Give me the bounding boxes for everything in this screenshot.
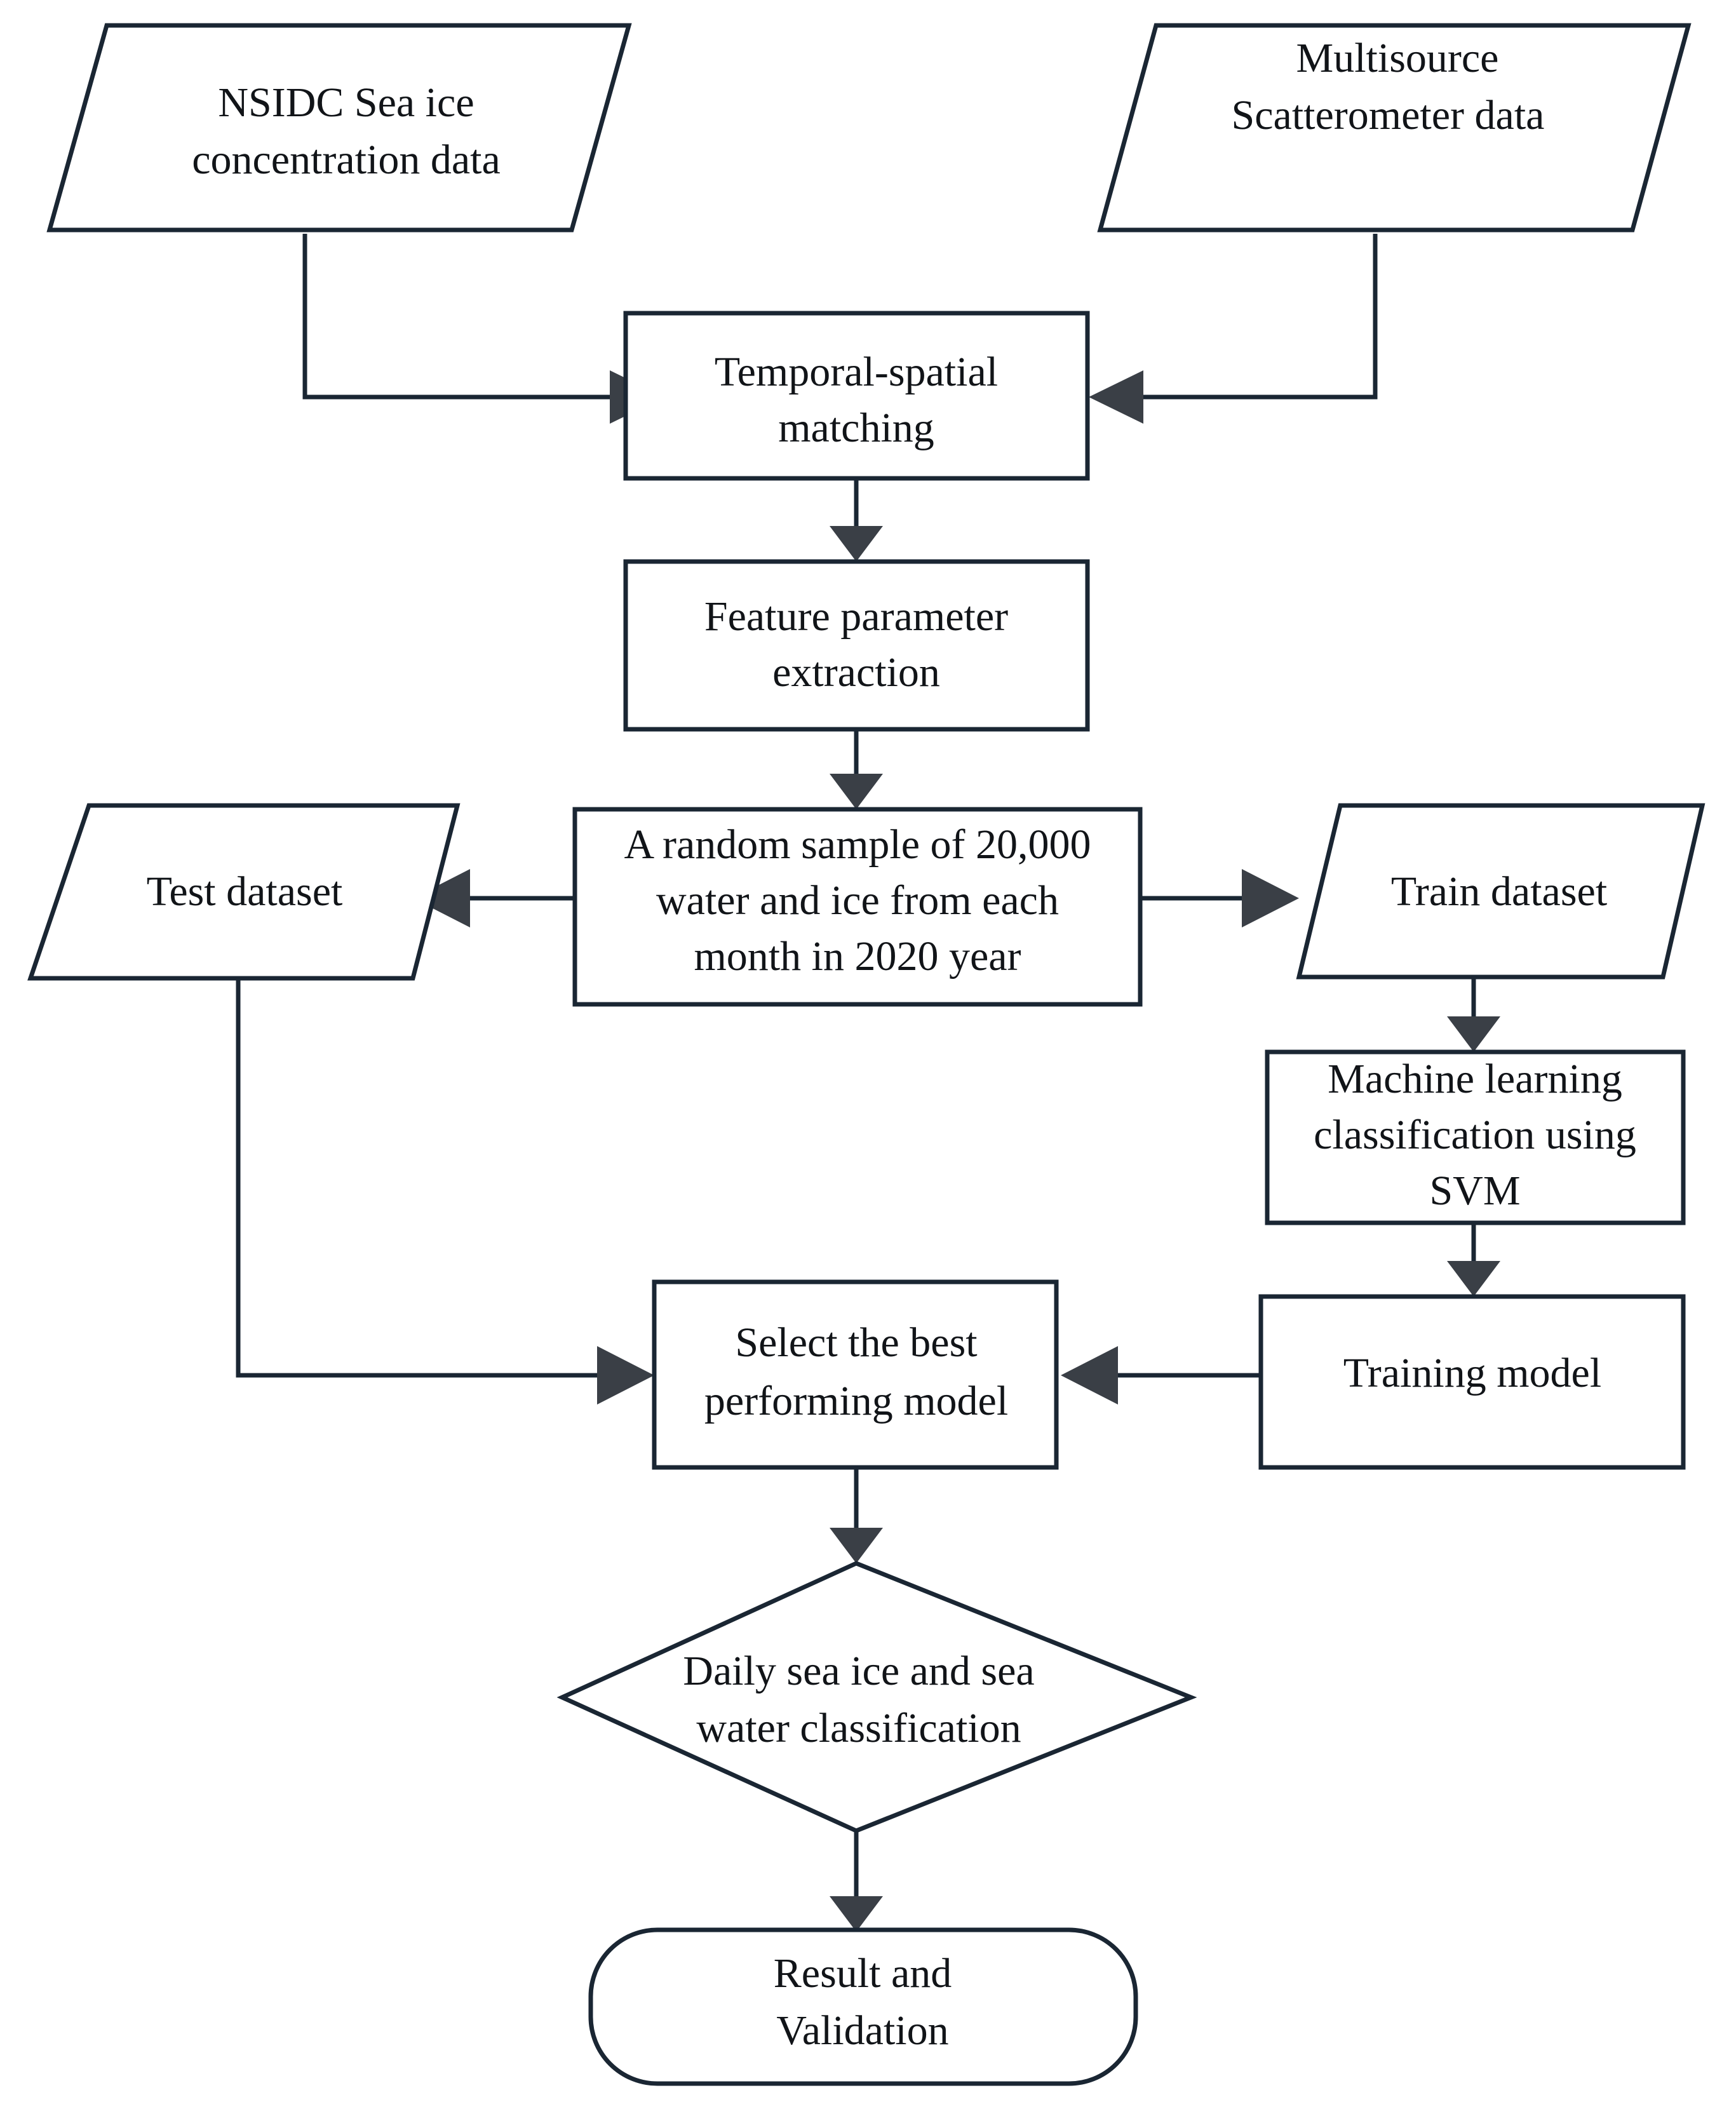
node-feature-parameter-extraction[interactable]: Feature parameter extraction (623, 559, 1090, 732)
node-sample-line3: month in 2020 year (694, 933, 1021, 980)
node-multisource-scatterometer-data[interactable]: Multisource Scatterometer data (1097, 23, 1692, 232)
node-feature-line1: Feature parameter (704, 593, 1008, 640)
node-nsidc-line2: concentration data (192, 137, 501, 183)
node-training-model-label: Training model (1343, 1350, 1601, 1396)
edge-decision-to-result (830, 1829, 883, 1932)
edge-sample-to-train (1140, 869, 1299, 927)
node-sample-line1: A random sample of 20,000 (624, 821, 1091, 868)
node-train-dataset[interactable]: Train dataset (1296, 803, 1706, 980)
edge-nsidc-to-matching (302, 234, 664, 424)
node-decision-line1: Daily sea ice and sea (683, 1648, 1034, 1694)
node-train-dataset-label: Train dataset (1391, 868, 1607, 915)
node-result-line2: Validation (776, 2007, 948, 2054)
node-random-sample[interactable]: A random sample of 20,000 water and ice … (572, 807, 1143, 1007)
node-matching-line2: matching (778, 405, 934, 451)
node-feature-line2: extraction (772, 649, 940, 696)
node-select-best-performing-model[interactable]: Select the best performing model (652, 1279, 1059, 1470)
edge-multisource-to-matching (1089, 234, 1378, 424)
node-training-model[interactable]: Training model (1258, 1294, 1686, 1470)
node-ml-line3: SVM (1429, 1168, 1520, 1214)
node-test-dataset[interactable]: Test dataset (27, 803, 461, 981)
node-multisource-line2: Scatterometer data (1232, 92, 1545, 138)
node-nsidc-sea-ice-concentration-data[interactable]: NSIDC Sea ice concentration data (46, 23, 632, 232)
node-multisource-line1: Multisource (1296, 35, 1499, 81)
edge-ml-to-training-model (1447, 1223, 1500, 1297)
node-select-line2: performing model (704, 1378, 1008, 1424)
node-temporal-spatial-matching[interactable]: Temporal-spatial matching (623, 311, 1090, 481)
edge-feature-to-sample (830, 729, 883, 809)
node-result-line1: Result and (774, 1950, 952, 1997)
edge-train-to-ml (1447, 977, 1500, 1052)
node-ml-line2: classification using (1314, 1112, 1636, 1158)
node-daily-classification-decision[interactable]: Daily sea ice and sea water classificati… (556, 1561, 1197, 1833)
edge-test-to-select (236, 978, 654, 1405)
node-result-and-validation[interactable]: Result and Validation (588, 1927, 1138, 2086)
node-ml-line1: Machine learning (1328, 1056, 1622, 1102)
node-test-dataset-label: Test dataset (147, 868, 343, 915)
node-matching-line1: Temporal-spatial (715, 349, 998, 395)
node-decision-line2: water classification (696, 1705, 1021, 1751)
node-select-line1: Select the best (735, 1319, 977, 1366)
node-nsidc-line1: NSIDC Sea ice (218, 79, 474, 126)
node-sample-line2: water and ice from each (656, 877, 1059, 924)
edge-sample-to-test (413, 869, 575, 927)
node-ml-classification-svm[interactable]: Machine learning classification using SV… (1265, 1049, 1686, 1225)
edge-select-to-decision (830, 1467, 883, 1563)
edge-matching-to-feature (830, 478, 883, 562)
edge-training-model-to-select (1061, 1346, 1261, 1405)
